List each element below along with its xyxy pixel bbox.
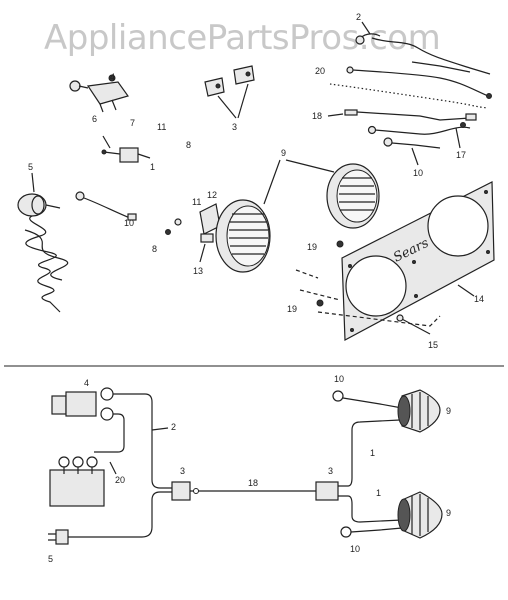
wire-callout-10b: 10 [350,544,360,554]
wire-callout-20: 20 [115,475,125,485]
callout-15: 15 [428,340,438,350]
callout-19b: 19 [287,304,297,314]
part-9-lamp-left [215,199,271,273]
part-1-connector [101,147,151,163]
part-8-screw [165,218,182,235]
part-10-ground-wire-lower [75,191,137,221]
callout-11a: 11 [157,122,166,132]
wire-ground-10-lower [340,526,403,538]
callout-2: 2 [356,12,361,22]
wire-callout-1b: 1 [376,488,381,498]
part-13-clip [200,233,214,243]
leader-5 [31,172,35,193]
callout-6: 6 [92,114,97,124]
leader-18 [327,113,344,117]
wire-1-lower [338,495,403,523]
wire-junction-3-left [171,481,191,501]
wire-ground-10-upper [332,390,403,409]
callout-12: 12 [207,190,217,200]
wire-callout-3b: 3 [328,466,333,476]
part-20-wire [346,66,492,99]
part-10-ground-wire-upper [383,137,441,149]
wire-20-harness [94,413,125,453]
leader-6 [102,135,111,149]
leader-2 [361,21,371,35]
leader-9b [285,159,335,173]
leader-9a [263,159,281,205]
callout-18: 18 [312,111,322,121]
wire-callout-5: 5 [48,554,53,564]
wire-2-harness [113,393,172,489]
wire-plug-5 [48,491,172,545]
part-3-clips [204,65,255,97]
wire-callout-4: 4 [84,378,89,388]
callout-17: 17 [456,150,466,160]
callout-7: 7 [130,118,135,128]
wire-junction-3-right [315,481,339,501]
callout-3: 3 [232,122,237,132]
callout-1: 1 [150,162,155,172]
wire-callout-9a: 9 [446,406,451,416]
part-9-lamp-right [326,163,380,229]
leader-w2 [151,427,169,431]
projection-lines [295,269,441,327]
wire-callout-18: 18 [248,478,258,488]
callout-8b: 8 [152,244,157,254]
leader-10a [411,147,419,166]
part-19-screw-lower [316,299,324,307]
part-15-bolt [396,314,431,335]
callout-5: 5 [28,162,33,172]
wire-1-upper [338,419,401,487]
part-17-jumper [367,122,471,135]
callout-20: 20 [315,66,325,76]
wire-callout-10a: 10 [334,374,344,384]
callout-9: 9 [281,148,286,158]
leader-w20 [109,461,117,475]
wire-callout-2: 2 [171,422,176,432]
wire-callout-3a: 3 [180,466,185,476]
leader-14 [457,284,475,297]
part-18-lead [344,109,477,121]
callout-11b: 11 [192,197,201,207]
wire-switch-4 [51,387,114,421]
wire-lamp-9-lower [397,491,443,539]
leader-3b [237,83,249,119]
leader-17 [455,127,461,149]
callout-19a: 19 [307,242,317,252]
callout-10b: 10 [124,218,134,228]
part-2-harness [355,33,491,75]
watermark: AppliancePartsPros.com [44,18,441,58]
callout-14: 14 [474,294,484,304]
wire-battery-box [49,456,105,507]
part-19-screw-upper [336,240,344,248]
wire-callout-1a: 1 [370,448,375,458]
wire-lamp-9-upper [397,389,441,433]
callout-8a: 8 [186,140,191,150]
dotted-wire [329,83,489,109]
wire-callout-9b: 9 [446,508,451,518]
part-4-switch [69,74,129,113]
callout-13: 13 [193,266,203,276]
callout-4: 4 [110,72,115,82]
leader-13 [199,243,206,263]
callout-10a: 10 [413,168,423,178]
part-14-mounting-plate [341,181,495,341]
part-5-plug-cord [17,193,69,313]
leader-3a [217,95,237,119]
